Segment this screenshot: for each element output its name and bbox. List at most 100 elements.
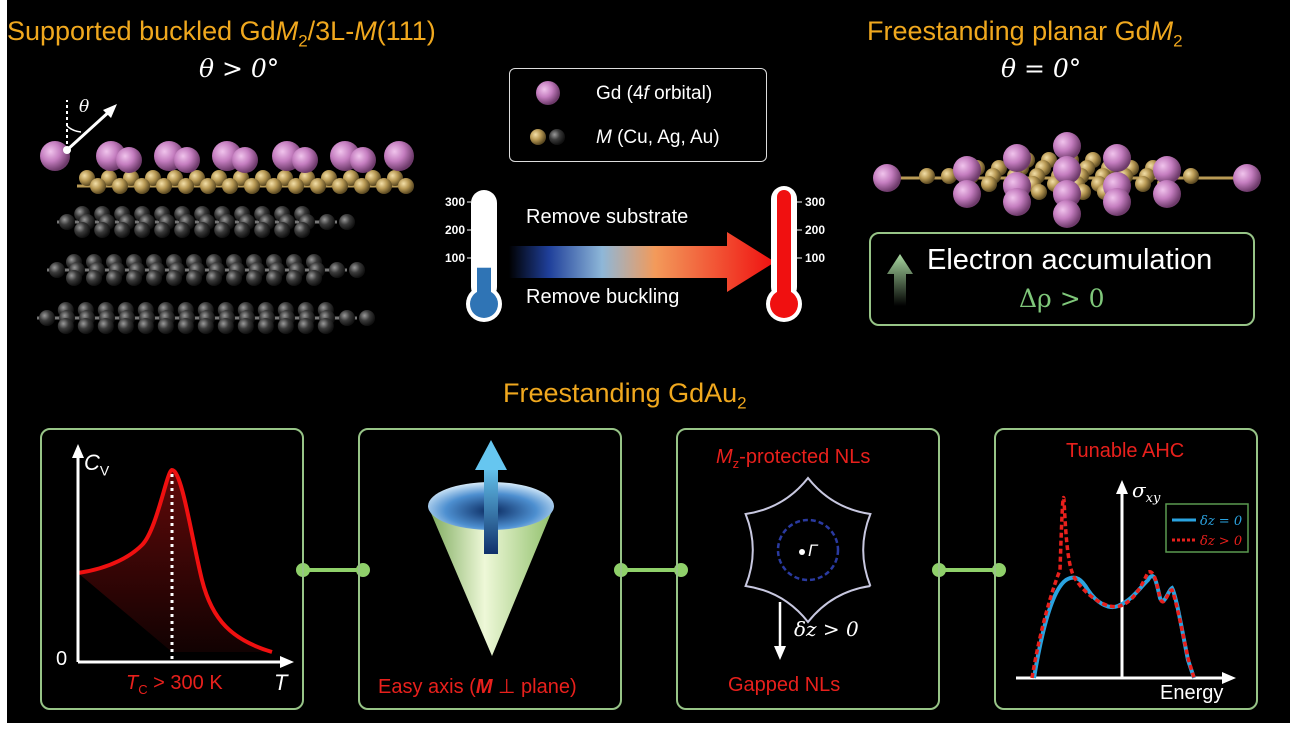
substrate-atom bbox=[146, 270, 162, 286]
legend-dz0-label: δz = 0 bbox=[1200, 514, 1242, 529]
substrate-atom bbox=[117, 318, 134, 334]
substrate-atom bbox=[274, 222, 291, 238]
left-title-m2: M bbox=[354, 16, 377, 46]
gd-atom bbox=[1053, 180, 1081, 208]
legend-gd-suffix: orbital) bbox=[648, 83, 713, 104]
theta-label: θ bbox=[79, 97, 89, 117]
substrate-atom bbox=[194, 222, 211, 238]
m-atom bbox=[354, 178, 370, 194]
gd-atom bbox=[1233, 164, 1261, 192]
gd-atom bbox=[1153, 180, 1181, 208]
spin-origin-dot bbox=[63, 146, 71, 154]
easy-axis-cone bbox=[428, 440, 554, 656]
substrate-atom bbox=[257, 318, 274, 334]
substrate-atom bbox=[126, 270, 142, 286]
supported-buckled-structure: θ bbox=[37, 97, 414, 334]
substrate-atom bbox=[114, 222, 131, 238]
gd-atom bbox=[1103, 144, 1131, 172]
m-atom bbox=[200, 178, 216, 194]
gapped-nl-label: Gapped NLs bbox=[728, 674, 841, 696]
substrate-atom bbox=[214, 222, 231, 238]
substrate-atom bbox=[66, 270, 82, 286]
easy-axis-prefix: Easy axis ( bbox=[378, 676, 476, 698]
gd-atom bbox=[174, 147, 200, 173]
tc-sub: C bbox=[138, 682, 148, 697]
remove-substrate-arrow bbox=[509, 232, 775, 292]
tc-main: T bbox=[126, 672, 139, 694]
substrate-atom bbox=[134, 222, 151, 238]
hot-tick-300: 300 bbox=[805, 195, 825, 209]
tc-label: TC > 300 K bbox=[126, 672, 223, 697]
substrate-atom bbox=[217, 318, 234, 334]
gd-atom bbox=[40, 141, 70, 171]
figure-background: Supported buckled GdM2/3L-M(111) θ > 0° … bbox=[7, 0, 1290, 723]
left-title-prefix: Supported buckled Gd bbox=[7, 16, 276, 46]
freestanding-planar-structure bbox=[873, 132, 1261, 228]
nodal-line-diagram: Γ δz > 0 bbox=[744, 476, 872, 660]
cold-tick-200: 200 bbox=[445, 223, 465, 237]
cone-body bbox=[428, 506, 554, 656]
easy-axis-label: Easy axis (M ⊥ plane) bbox=[378, 674, 577, 699]
left-title-mid: /3L- bbox=[307, 16, 355, 46]
m-atom bbox=[167, 170, 183, 186]
legend-m-gold-atom bbox=[530, 129, 546, 145]
panel-easy-axis: Easy axis (M ⊥ plane) bbox=[358, 428, 622, 710]
m-atom bbox=[277, 170, 293, 186]
left-title-suffix: (111) bbox=[376, 16, 436, 46]
m-atom bbox=[376, 178, 392, 194]
cold-thermo-level bbox=[477, 267, 491, 306]
delta-rho-condition: Δρ > 0 bbox=[1019, 284, 1105, 313]
m-atom bbox=[299, 170, 315, 186]
ahc-y-main: σ bbox=[1132, 478, 1146, 502]
m-atom bbox=[288, 178, 304, 194]
gd-atom bbox=[953, 180, 981, 208]
easy-axis-m: M bbox=[475, 676, 493, 698]
cold-tick-300: 300 bbox=[445, 195, 465, 209]
substrate-atom bbox=[297, 318, 314, 334]
gd-atom bbox=[1053, 156, 1081, 184]
substrate-atom bbox=[94, 222, 111, 238]
legend-atom-swatches bbox=[530, 81, 565, 145]
spin-arrow-head bbox=[103, 104, 117, 118]
m-atom bbox=[1183, 168, 1199, 184]
nl-title: Mz-protected NLs bbox=[716, 446, 870, 471]
atom-legend-box: Gd (4f orbital) M (Cu, Ag, Au) bbox=[509, 68, 767, 162]
substrate-atom bbox=[174, 222, 191, 238]
left-title-m: M bbox=[275, 16, 299, 46]
up-arrow-icon bbox=[887, 254, 913, 306]
bottom-title-prefix: Freestanding GdAu bbox=[503, 378, 738, 408]
hot-tick-200: 200 bbox=[805, 223, 825, 237]
legend-gd-f: f bbox=[643, 83, 649, 104]
legend-m-suffix: (Cu, Ag, Au) bbox=[611, 127, 720, 148]
substrate-atom bbox=[59, 214, 75, 230]
remove-substrate-label: Remove substrate bbox=[526, 206, 689, 228]
substrate-atom bbox=[277, 318, 294, 334]
panel-heat-capacity: CV 0 T TC > 300 K bbox=[40, 428, 304, 710]
substrate-atom bbox=[206, 270, 222, 286]
m-atom bbox=[1031, 184, 1047, 200]
gd-atom bbox=[1153, 156, 1181, 184]
substrate-atom bbox=[237, 318, 254, 334]
substrate-atom bbox=[254, 222, 271, 238]
right-atom-layer bbox=[873, 132, 1261, 228]
m-atom bbox=[941, 168, 957, 184]
substrate-atom bbox=[234, 222, 251, 238]
m-atom bbox=[1135, 176, 1151, 192]
right-title-prefix: Freestanding planar Gd bbox=[867, 16, 1151, 46]
m-atom bbox=[365, 170, 381, 186]
m-atom bbox=[981, 176, 997, 192]
m-atom bbox=[266, 178, 282, 194]
substrate-atom bbox=[339, 214, 355, 230]
gd-atom bbox=[384, 141, 414, 171]
cv-y-sub: V bbox=[99, 462, 110, 479]
m-atom bbox=[343, 170, 359, 186]
ahc-y-sub: xy bbox=[1145, 491, 1161, 506]
substrate-atom bbox=[57, 318, 74, 334]
m-atom bbox=[310, 178, 326, 194]
substrate-atom bbox=[77, 318, 94, 334]
cv-y-main: C bbox=[84, 450, 100, 475]
gd-atom bbox=[232, 147, 258, 173]
right-structure-title: Freestanding planar GdM2 bbox=[867, 16, 1183, 51]
m-atom bbox=[233, 170, 249, 186]
